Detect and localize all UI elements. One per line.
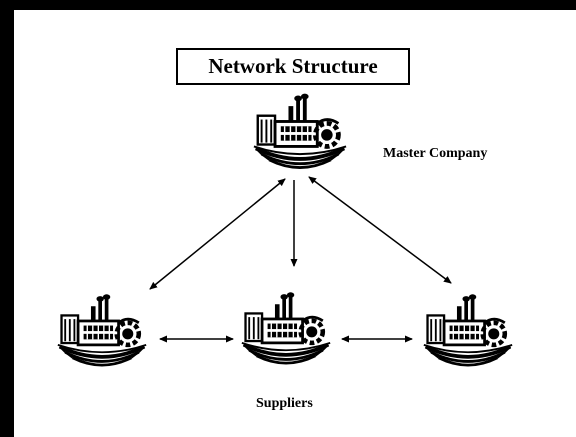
node-supplier-left [58, 294, 146, 365]
diagram-title: Network Structure [176, 48, 410, 85]
factory-icon [58, 294, 146, 365]
edge-master-supplier-right [308, 176, 452, 284]
node-supplier-right [424, 294, 512, 365]
factory-icon [424, 294, 512, 365]
edge-master-supplier-left [149, 178, 286, 290]
node-master-company [254, 94, 346, 168]
suppliers-label: Suppliers [256, 396, 313, 411]
node-supplier-center [242, 292, 330, 363]
factory-icon [242, 292, 330, 363]
factory-icon [254, 94, 346, 168]
master-company-label: Master Company [383, 146, 488, 161]
